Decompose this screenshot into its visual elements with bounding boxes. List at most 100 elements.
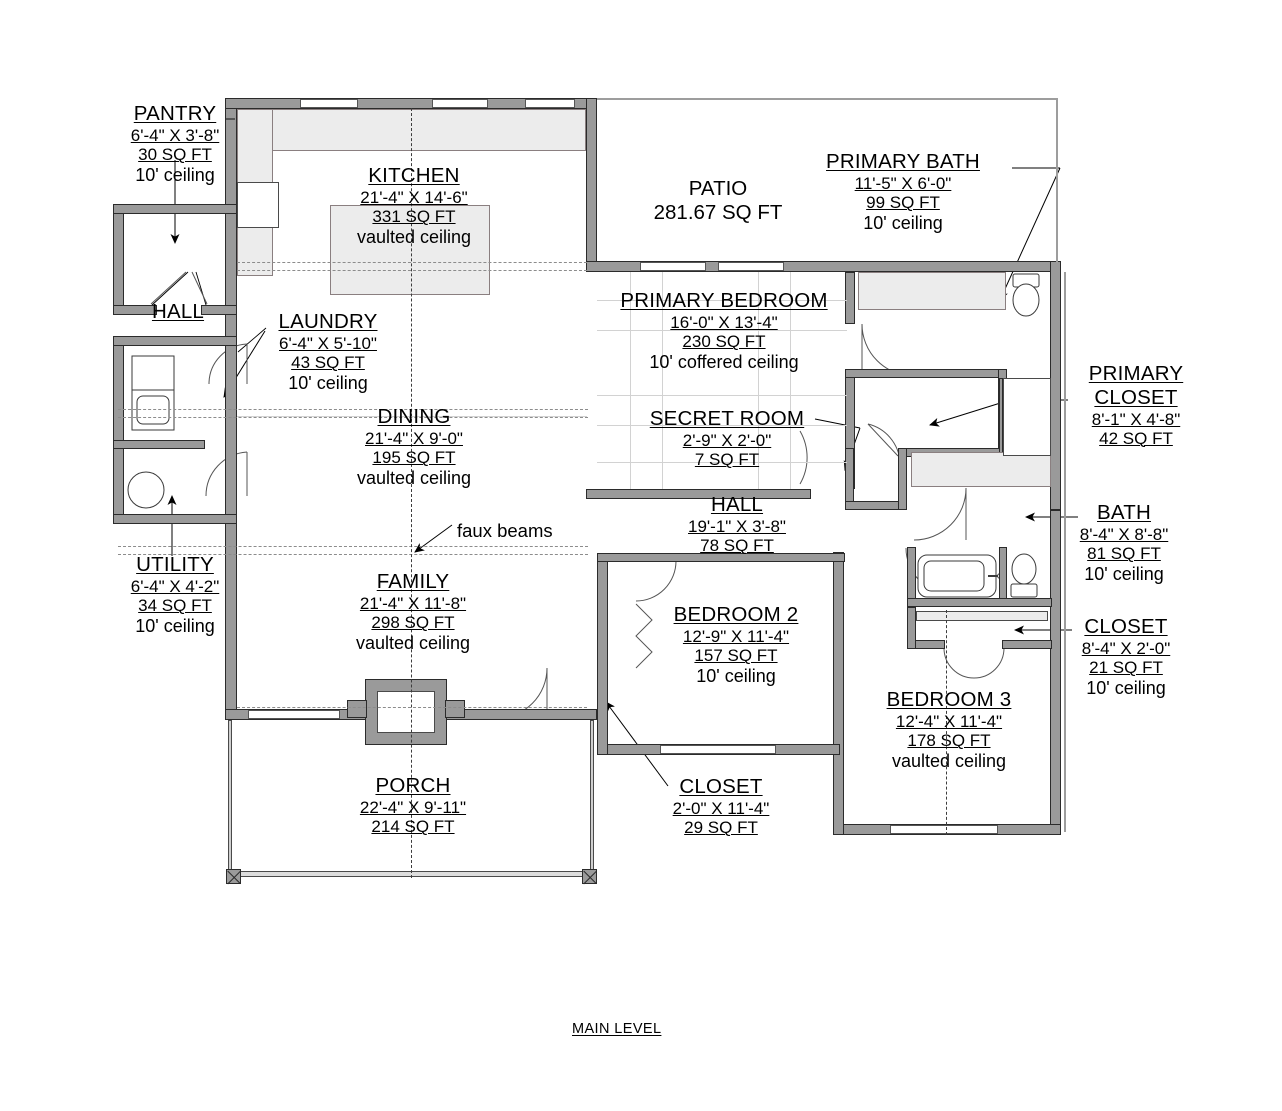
room-label-closet-bed2: CLOSET 2'-0" X 11'-4" 29 SQ FT	[655, 775, 787, 838]
wall-primary-closet-top	[845, 369, 1007, 378]
center-line-bedroom3	[946, 610, 947, 835]
wall-exterior-right-lower	[1050, 510, 1061, 835]
room-name: BEDROOM 3	[886, 688, 1012, 711]
coffer-grid-v1	[630, 272, 631, 489]
room-label-bedroom3: BEDROOM 3 12'-4" X 11'-4" 178 SQ FT vaul…	[868, 688, 1030, 772]
room-label-laundry: LAUNDRY 6'-4" X 5'-10" 43 SQ FT 10' ceil…	[258, 310, 398, 394]
room-dimensions: 11'-5" X 6'-0"	[854, 173, 952, 193]
wall-laundry-divider	[113, 440, 205, 449]
room-area: 157 SQ FT	[694, 646, 778, 666]
room-area: 34 SQ FT	[138, 596, 212, 616]
sheet-title: MAIN LEVEL	[572, 1021, 662, 1037]
room-ceiling: vaulted ceiling	[356, 227, 472, 248]
beam-line-6	[118, 554, 588, 555]
room-ceiling: 10' ceiling	[135, 616, 215, 637]
room-label-pantry: PANTRY 6'-4" X 3'-8" 30 SQ FT 10' ceilin…	[121, 102, 229, 186]
wall-closet-nook-right	[898, 448, 907, 510]
room-area: 178 SQ FT	[907, 731, 991, 751]
patio-edge-top	[597, 98, 1057, 100]
room-dimensions: 2'-9" X 2'-0"	[682, 430, 772, 450]
wall-utility-bottom	[113, 514, 237, 524]
room-area: 43 SQ FT	[291, 353, 365, 373]
wall-pantry-bottom-l	[113, 305, 157, 315]
wall-bedroom2-left	[597, 553, 608, 755]
room-name: BATH	[1097, 501, 1151, 524]
wall-bath-tub-right	[999, 547, 1007, 603]
room-label-bedroom2: BEDROOM 2 12'-9" X 11'-4" 157 SQ FT 10' …	[658, 603, 814, 687]
wall-primary-bedroom-right	[845, 272, 855, 324]
porch-column-left	[226, 869, 241, 884]
wall-pantry-left	[113, 204, 124, 315]
room-label-family: FAMILY 21'-4" X 11'-8" 298 SQ FT vaulted…	[337, 570, 489, 654]
room-dimensions: 21'-4" X 11'-8"	[359, 593, 467, 613]
porch-edge-left	[228, 720, 232, 875]
room-area: 42 SQ FT	[1099, 429, 1173, 449]
room-label-patio: PATIO 281.67 SQ FT	[628, 177, 808, 225]
room-label-dining: DINING 21'-4" X 9'-0" 195 SQ FT vaulted …	[338, 405, 490, 489]
window-bedroom2-bottom	[660, 745, 776, 754]
room-ceiling: 10' coffered ceiling	[649, 352, 799, 373]
coffer-grid-h3	[597, 395, 847, 396]
room-dimensions: 8'-1" X 4'-8"	[1091, 409, 1181, 429]
room-dimensions: 22'-4" X 9'-11"	[359, 797, 467, 817]
room-area: 230 SQ FT	[682, 332, 766, 352]
shower-enclosure	[1003, 378, 1051, 456]
patio-edge-right	[1056, 98, 1058, 263]
room-label-porch: PORCH 22'-4" X 9'-11" 214 SQ FT	[338, 774, 488, 837]
room-ceiling: vaulted ceiling	[891, 751, 1007, 772]
room-dimensions: 6'-4" X 5'-10"	[279, 333, 377, 353]
beam-line-1	[237, 262, 587, 263]
room-name: CLOSET	[679, 775, 763, 798]
room-name: DINING	[377, 405, 451, 428]
wall-hall-closet-left	[907, 607, 916, 649]
porch-column-right	[582, 869, 597, 884]
room-label-primary-closet: PRIMARY CLOSET 8'-1" X 4'-8" 42 SQ FT	[1068, 362, 1204, 449]
beam-line-2	[237, 270, 587, 271]
window-primary-2	[718, 262, 784, 271]
room-dimensions: 12'-9" X 11'-4"	[682, 626, 790, 646]
wall-exterior-right-kitchen	[586, 98, 597, 266]
room-dimensions: 2'-0" X 11'-4"	[672, 798, 770, 818]
coffer-grid-v4	[790, 272, 791, 489]
room-name: PRIMARY BEDROOM	[620, 289, 828, 312]
room-name: UTILITY	[136, 553, 214, 576]
wall-laundry-left	[113, 336, 124, 523]
coffer-grid-h5	[597, 462, 847, 463]
room-name: HALL	[710, 493, 764, 516]
room-area: 7 SQ FT	[694, 450, 760, 470]
window-bedroom3-bottom	[890, 825, 998, 834]
room-name: PRIMARY BATH	[826, 150, 980, 173]
wall-hall-bottom	[597, 553, 845, 562]
room-name: FAMILY	[376, 570, 450, 593]
room-dimensions: 8'-4" X 2'-0"	[1081, 638, 1171, 658]
room-area: 81 SQ FT	[1087, 544, 1161, 564]
room-name: PANTRY	[133, 102, 217, 125]
room-dimensions: 19'-1" X 3'-8"	[688, 516, 786, 536]
wall-bath-bottom	[907, 598, 1052, 607]
porch-edge-right	[590, 720, 594, 875]
beam-line-7	[237, 707, 587, 708]
room-label-primary-bedroom: PRIMARY BEDROOM 16'-0" X 13'-4" 230 SQ F…	[601, 289, 847, 373]
hall-closet-shelf	[916, 611, 1048, 621]
secondary-vanity-counter	[911, 452, 1051, 487]
room-name: PORCH	[375, 774, 451, 797]
wall-pantry-bottom-r	[201, 305, 237, 315]
exterior-right-trim	[1064, 272, 1066, 832]
coffer-grid-h4	[597, 425, 847, 426]
room-area: 214 SQ FT	[371, 817, 455, 837]
coffer-grid-h1	[597, 300, 847, 301]
wall-laundry-top	[113, 336, 237, 346]
window-family-bottom	[248, 710, 340, 719]
window-kitchen-2	[432, 99, 488, 108]
room-name: LAUNDRY	[278, 310, 378, 333]
room-area: 99 SQ FT	[866, 193, 940, 213]
kitchen-island	[330, 205, 490, 295]
room-area: 281.67 SQ FT	[653, 200, 783, 224]
room-ceiling: 10' ceiling	[863, 213, 943, 234]
fireplace-hearth-left	[347, 700, 367, 718]
beam-line-4	[118, 417, 588, 418]
room-label-primary-bath: PRIMARY BATH 11'-5" X 6'-0" 99 SQ FT 10'…	[808, 150, 998, 234]
room-name: PATIO	[688, 177, 748, 200]
room-label-hall-front: HALL	[133, 300, 223, 324]
